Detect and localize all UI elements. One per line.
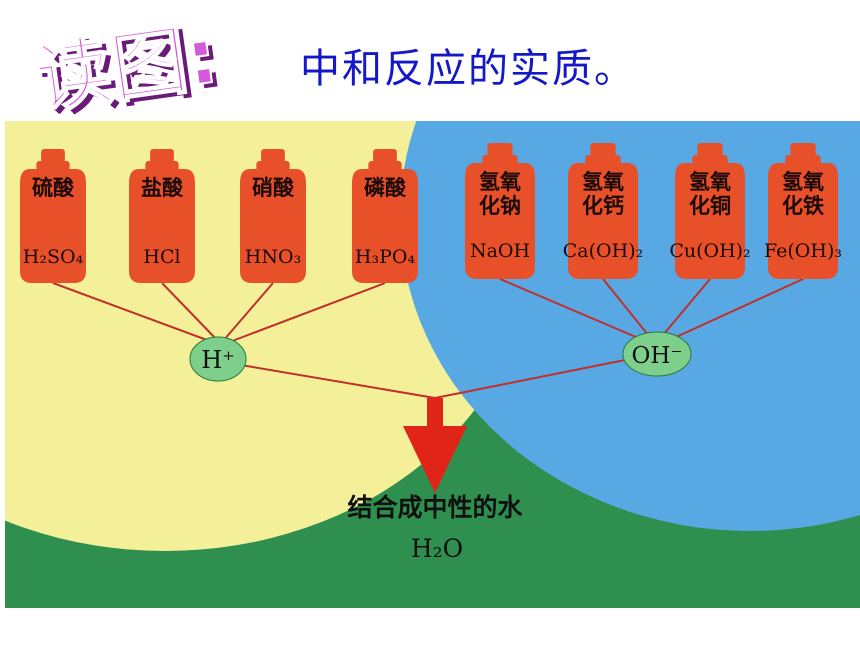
acid-bottles: 硫酸 H₂SO₄ 盐酸 HCl 硝酸 HNO₃ 磷酸 H₃PO₄ — [20, 149, 418, 283]
bottle-cap — [790, 143, 816, 157]
header-title: 读图: — [32, 11, 223, 116]
hydroxide-ion-label: OH⁻ — [631, 343, 682, 369]
result-formula: H₂O — [411, 534, 463, 563]
bottle-name-label: 化铜 — [689, 194, 731, 218]
hydrogen-ion-label: H⁺ — [201, 346, 235, 374]
bottle-name-label: 硫酸 — [32, 176, 75, 200]
hydroxide-ion-node: OH⁻ — [622, 331, 692, 377]
bottle-formula-label: Ca(OH)₂ — [563, 240, 643, 262]
result-label: 结合成中性的水 — [347, 493, 523, 522]
bottle-name-label: 氢氧 — [689, 170, 731, 194]
bottle-formula-label: Cu(OH)₂ — [669, 240, 750, 262]
bottle-body — [352, 169, 418, 283]
acid-bottle-2: 硝酸 HNO₃ — [240, 149, 306, 283]
acid-bottle-1: 盐酸 HCl — [129, 149, 195, 283]
base-bottles: 氢氧化钠NaOH氢氧化钙Ca(OH)₂氢氧化铜Cu(OH)₂氢氧化铁Fe(OH)… — [465, 143, 842, 279]
bottle-body — [129, 169, 195, 283]
down-arrow — [403, 398, 467, 493]
acid-bottle-0: 硫酸 H₂SO₄ — [20, 149, 86, 283]
bottle-name-label: 化铁 — [782, 194, 824, 218]
bottle-formula-label: NaOH — [470, 240, 530, 262]
bottle-cap — [373, 149, 397, 163]
bottle-body — [675, 163, 745, 279]
bottle-cap — [261, 149, 285, 163]
bottle-name-label: 氢氧 — [479, 170, 521, 194]
bottle-name-label: 氢氧 — [582, 170, 624, 194]
bottle-name-label: 化钠 — [479, 194, 521, 218]
bottle-body — [768, 163, 838, 279]
header-title-badge: 读图: 读图: — [32, 10, 228, 116]
ion-to-water-connectors — [240, 358, 631, 399]
bottle-formula-label: HNO₃ — [245, 246, 301, 268]
bottle-body — [20, 169, 86, 283]
bottle-cap — [150, 149, 174, 163]
bottle-name-label: 盐酸 — [141, 176, 184, 200]
bottle-cap — [590, 143, 616, 157]
bottle-cap — [487, 143, 513, 157]
bottle-name-label: 化钙 — [582, 194, 624, 218]
acid-bottle-3: 磷酸 H₃PO₄ — [352, 149, 418, 283]
bottle-cap — [697, 143, 723, 157]
acid-connectors — [52, 282, 386, 344]
bottle-name-label: 磷酸 — [364, 176, 407, 200]
bottle-name-label: 氢氧 — [782, 170, 824, 194]
bottle-formula-label: H₂SO₄ — [23, 246, 84, 268]
header-subtitle: 中和反应的实质。 — [300, 46, 636, 92]
bottle-body — [465, 163, 535, 279]
hydrogen-ion-node: H⁺ — [189, 336, 247, 382]
base-connectors — [499, 278, 804, 344]
bottle-name-label: 硝酸 — [252, 176, 295, 200]
bottle-formula-label: H₃PO₄ — [355, 246, 416, 268]
bottle-cap — [41, 149, 65, 163]
bottle-formula-label: Fe(OH)₃ — [764, 240, 842, 262]
bottle-body — [240, 169, 306, 283]
bottle-formula-label: HCl — [143, 246, 180, 268]
bottle-body — [568, 163, 638, 279]
